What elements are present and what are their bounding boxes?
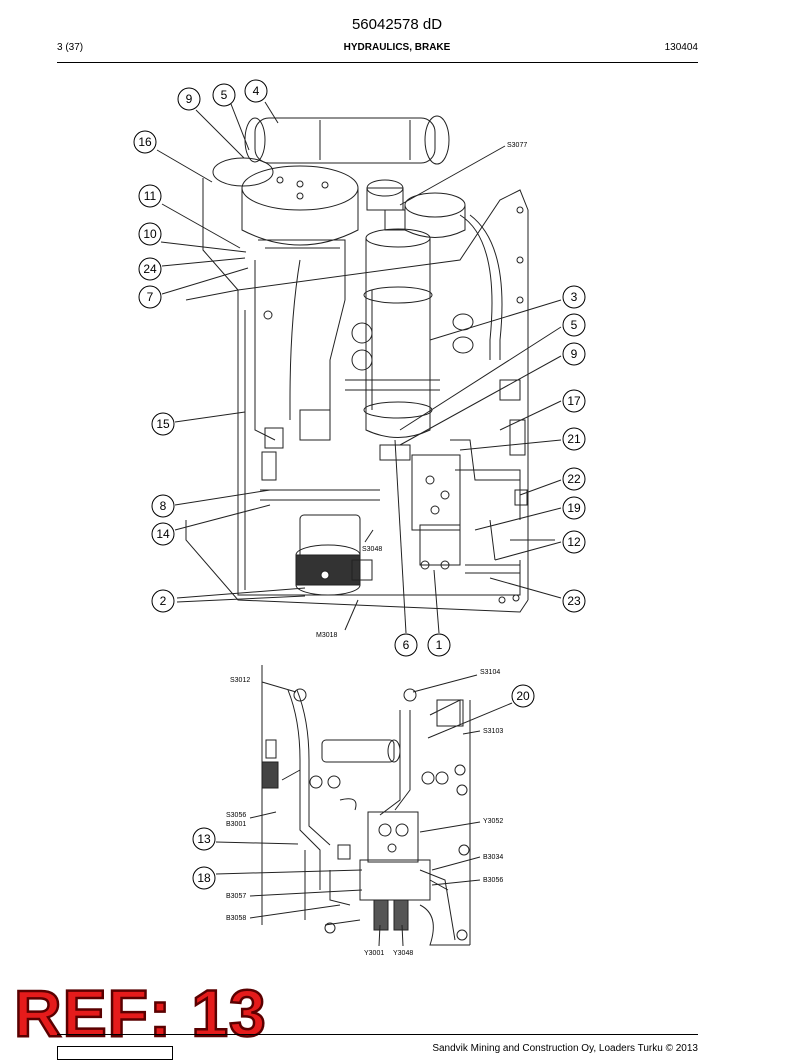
- callout-13: [192, 827, 216, 851]
- label-m3018: M3018: [316, 632, 338, 639]
- callout-10: [138, 222, 162, 246]
- callout-13-label: 13: [197, 832, 211, 846]
- callout-12-label: 12: [567, 535, 581, 549]
- label-s3103: S3103: [483, 728, 503, 735]
- callout-20-label: 20: [516, 689, 530, 703]
- callout-7: [138, 285, 162, 309]
- label-s3104: S3104: [480, 669, 500, 676]
- callout-17: [562, 389, 586, 413]
- callout-14: [151, 522, 175, 546]
- callout-24: [138, 257, 162, 281]
- callout-3: [562, 285, 586, 309]
- ref-stamp: REF: 13: [13, 976, 267, 1050]
- callout-22-label: 22: [567, 472, 581, 486]
- callout-19: [562, 496, 586, 520]
- callout-5-right-label: 5: [571, 318, 578, 332]
- callout-21-label: 21: [567, 432, 581, 446]
- callout-8: [151, 494, 175, 518]
- callout-22: [562, 467, 586, 491]
- callout-19-label: 19: [567, 501, 581, 515]
- callout-2: [151, 589, 175, 613]
- callout-15: [151, 412, 175, 436]
- label-s3077: S3077: [507, 142, 527, 149]
- callout-1-label: 1: [436, 638, 443, 652]
- callout-11: [138, 184, 162, 208]
- callout-5-right: [562, 313, 586, 337]
- callout-16: [133, 130, 157, 154]
- callout-18-label: 18: [197, 871, 211, 885]
- callout-20: [511, 684, 535, 708]
- document-date: 130404: [664, 42, 698, 53]
- callout-21: [562, 427, 586, 451]
- label-y3001: Y3001: [364, 950, 384, 957]
- section-title: HYDRAULICS, BRAKE: [343, 42, 451, 53]
- callout-9-right: [562, 342, 586, 366]
- callout-1: [427, 633, 451, 657]
- label-y3052: Y3052: [483, 818, 503, 825]
- sandvik-logo: [57, 1046, 173, 1060]
- footer-rule: [57, 1034, 698, 1035]
- callout-3-label: 3: [571, 290, 578, 304]
- callout-11-label: 11: [144, 189, 157, 203]
- callout-8-label: 8: [160, 499, 167, 513]
- callout-4-label: 4: [253, 84, 260, 98]
- label-s3012: S3012: [230, 677, 250, 684]
- label-b3001: B3001: [226, 821, 246, 828]
- callout-16-label: 16: [138, 135, 152, 149]
- callout-14-label: 14: [156, 527, 170, 541]
- callout-23: [562, 589, 586, 613]
- callout-9-right-label: 9: [571, 347, 578, 361]
- page-number: 3 (37): [57, 42, 84, 53]
- callout-10-label: 10: [143, 227, 157, 241]
- label-b3034: B3034: [483, 854, 503, 861]
- label-y3048: Y3048: [393, 950, 413, 957]
- callout-12: [562, 530, 586, 554]
- callout-17-label: 17: [567, 394, 581, 408]
- callout-5-top-label: 5: [221, 88, 228, 102]
- callout-7-label: 7: [147, 290, 154, 304]
- label-s3048: S3048: [362, 546, 382, 553]
- callout-9-top: [177, 87, 201, 111]
- callout-24-label: 24: [143, 262, 157, 276]
- label-s3056: S3056: [226, 812, 246, 819]
- callout-4: [244, 79, 268, 103]
- callout-15-label: 15: [156, 417, 170, 431]
- callout-2-label: 2: [160, 594, 167, 608]
- callout-9-top-label: 9: [186, 92, 193, 106]
- label-b3058: B3058: [226, 915, 246, 922]
- callout-23-label: 23: [567, 594, 581, 608]
- callout-6-label: 6: [403, 638, 410, 652]
- label-b3056: B3056: [483, 877, 503, 884]
- callout-18: [192, 866, 216, 890]
- document-number: 56042578 dD: [351, 16, 443, 33]
- callout-6: [394, 633, 418, 657]
- header-rule: [57, 62, 698, 63]
- callout-5-top: [212, 83, 236, 107]
- footer-copyright: Sandvik Mining and Construction Oy, Load…: [432, 1043, 698, 1054]
- label-b3057: B3057: [226, 893, 246, 900]
